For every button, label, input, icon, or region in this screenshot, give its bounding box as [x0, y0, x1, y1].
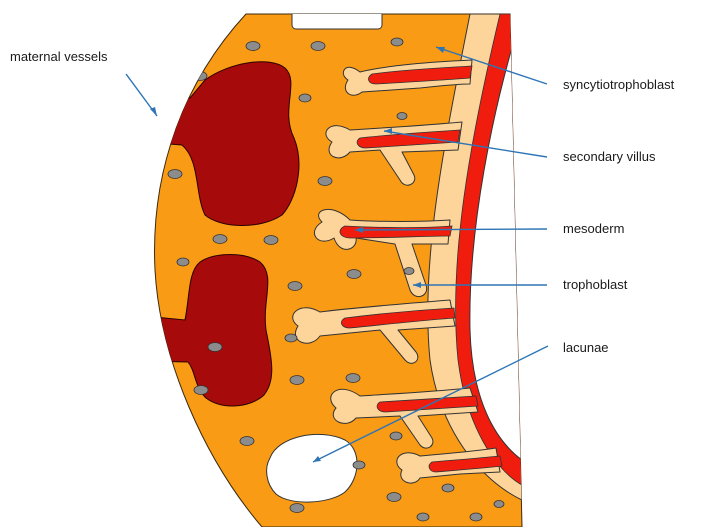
top-notch — [292, 10, 382, 29]
label-mesoderm: mesoderm — [563, 221, 624, 236]
maternal-vessel-upper — [118, 62, 299, 226]
label-secondary-villus: secondary villus — [563, 149, 656, 164]
label-maternal-vessels: maternal vessels — [10, 49, 108, 64]
leader-mesoderm — [355, 229, 547, 230]
label-trophoblast: trophoblast — [563, 277, 628, 292]
label-lacunae: lacunae — [563, 340, 609, 355]
label-syncytiotrophoblast: syncytiotrophoblast — [563, 77, 675, 92]
